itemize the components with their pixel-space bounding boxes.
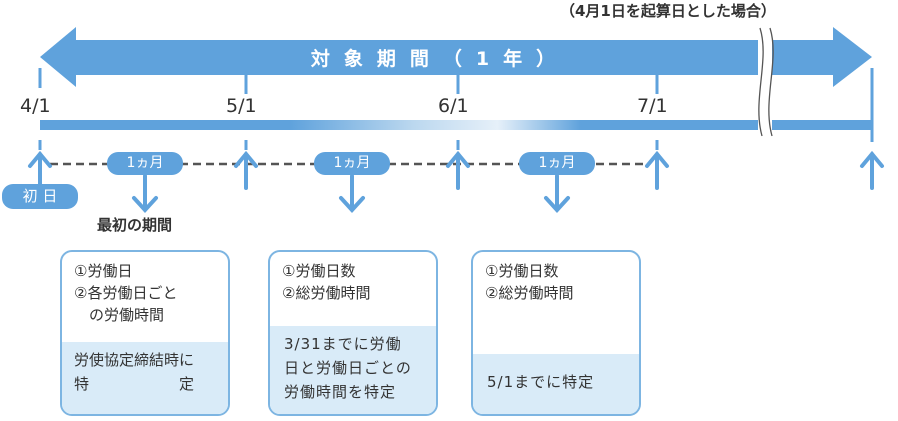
- box-item: ①労働日数: [282, 262, 356, 280]
- down-arrow-icon: [132, 174, 158, 213]
- date-label: 5/1: [226, 95, 257, 117]
- note-line: 労働時間を特定: [284, 383, 397, 401]
- box-item: ②総労働時間: [485, 284, 574, 302]
- date-label: 4/1: [20, 95, 51, 117]
- note-line: 5/1までに特定: [487, 373, 595, 391]
- box-item: の労働時間: [74, 306, 165, 324]
- first-day-pill: 初 日: [2, 184, 78, 209]
- note-line: 特 定: [74, 375, 195, 393]
- box-item: ②各労働日ごと: [74, 284, 178, 302]
- month-pill: 1ヵ月: [314, 152, 390, 175]
- note-line: 3/31までに労働: [284, 335, 402, 353]
- box-note: 5/1までに特定: [473, 354, 639, 414]
- break-mark: [758, 27, 774, 137]
- up-arrow-icon: [234, 150, 258, 190]
- box-first-period: ①労働日 ②各労働日ごと の労働時間 労使協定締結時に 特 定: [60, 250, 230, 416]
- up-arrow-icon: [860, 150, 884, 190]
- box-third-period: ①労働日数 ②総労働時間 5/1までに特定: [471, 250, 641, 416]
- box-note: 3/31までに労働 日と労働日ごとの 労働時間を特定: [270, 326, 436, 414]
- box-item: ①労働日数: [485, 262, 559, 280]
- up-arrow-icon: [446, 150, 470, 190]
- first-period-label: 最初の期間: [97, 216, 173, 234]
- subtitle: （4月1日を起算日とした場合）: [560, 2, 776, 20]
- down-arrow-icon: [544, 174, 570, 213]
- month-pill: 1ヵ月: [519, 152, 595, 175]
- timeline-bar: [40, 120, 872, 130]
- box-note: 労使協定締結時に 特 定: [62, 342, 228, 414]
- period-title: 対象期間（1年）: [310, 48, 570, 70]
- box-item: ②総労働時間: [282, 284, 371, 302]
- date-label: 7/1: [637, 95, 668, 117]
- note-line: 労使協定締結時に: [74, 351, 195, 369]
- box-item: ①労働日: [74, 262, 133, 280]
- note-line: 日と労働日ごとの: [284, 359, 412, 377]
- up-arrow-icon: [645, 150, 669, 190]
- period-double-arrow: [40, 27, 872, 87]
- month-pill: 1ヵ月: [107, 152, 183, 175]
- down-arrow-icon: [339, 174, 365, 213]
- box-second-period: ①労働日数 ②総労働時間 3/31までに労働 日と労働日ごとの 労働時間を特定: [268, 250, 438, 416]
- date-label: 6/1: [438, 95, 469, 117]
